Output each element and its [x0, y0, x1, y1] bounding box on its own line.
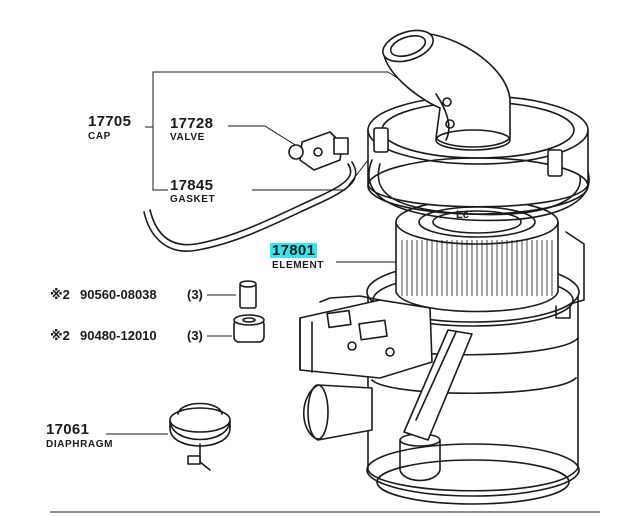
- air-cleaner-cover: [367, 95, 590, 222]
- part-name-element: ELEMENT: [272, 260, 324, 271]
- housing-marking: Lc: [456, 209, 469, 221]
- part-name-gasket: GASKET: [170, 194, 216, 205]
- vacuum-hose-edge: [143, 161, 357, 252]
- filter-pleats: [401, 240, 553, 296]
- diaphragm-part: [169, 402, 231, 471]
- cushion-part: [233, 314, 265, 343]
- cushion-part-number: 90480-12010: [80, 328, 157, 343]
- part-number-element: 17801: [270, 242, 318, 259]
- part-name-cap: CAP: [88, 131, 111, 142]
- cushion-mark: ※2: [50, 328, 70, 343]
- bolt-part: [239, 280, 257, 309]
- part-number-diaphragm: 17061: [46, 421, 90, 438]
- valve-part: [288, 131, 349, 171]
- cushion-quantity: (3): [187, 328, 203, 343]
- bolt-mark: ※2: [50, 287, 70, 302]
- bolt-part-number: 90560-08038: [80, 287, 157, 302]
- intake-elbow: [382, 29, 511, 151]
- part-name-diaphragm: DIAPHRAGM: [46, 439, 114, 450]
- part-name-valve: VALVE: [170, 132, 205, 143]
- valve-leader-line: [228, 125, 301, 149]
- part-number-gasket: 17845: [170, 177, 214, 194]
- part-number-cap: 17705: [88, 113, 132, 130]
- part-number-valve: 17728: [170, 115, 214, 132]
- bolt-quantity: (3): [187, 287, 203, 302]
- vacuum-hose: [149, 163, 352, 246]
